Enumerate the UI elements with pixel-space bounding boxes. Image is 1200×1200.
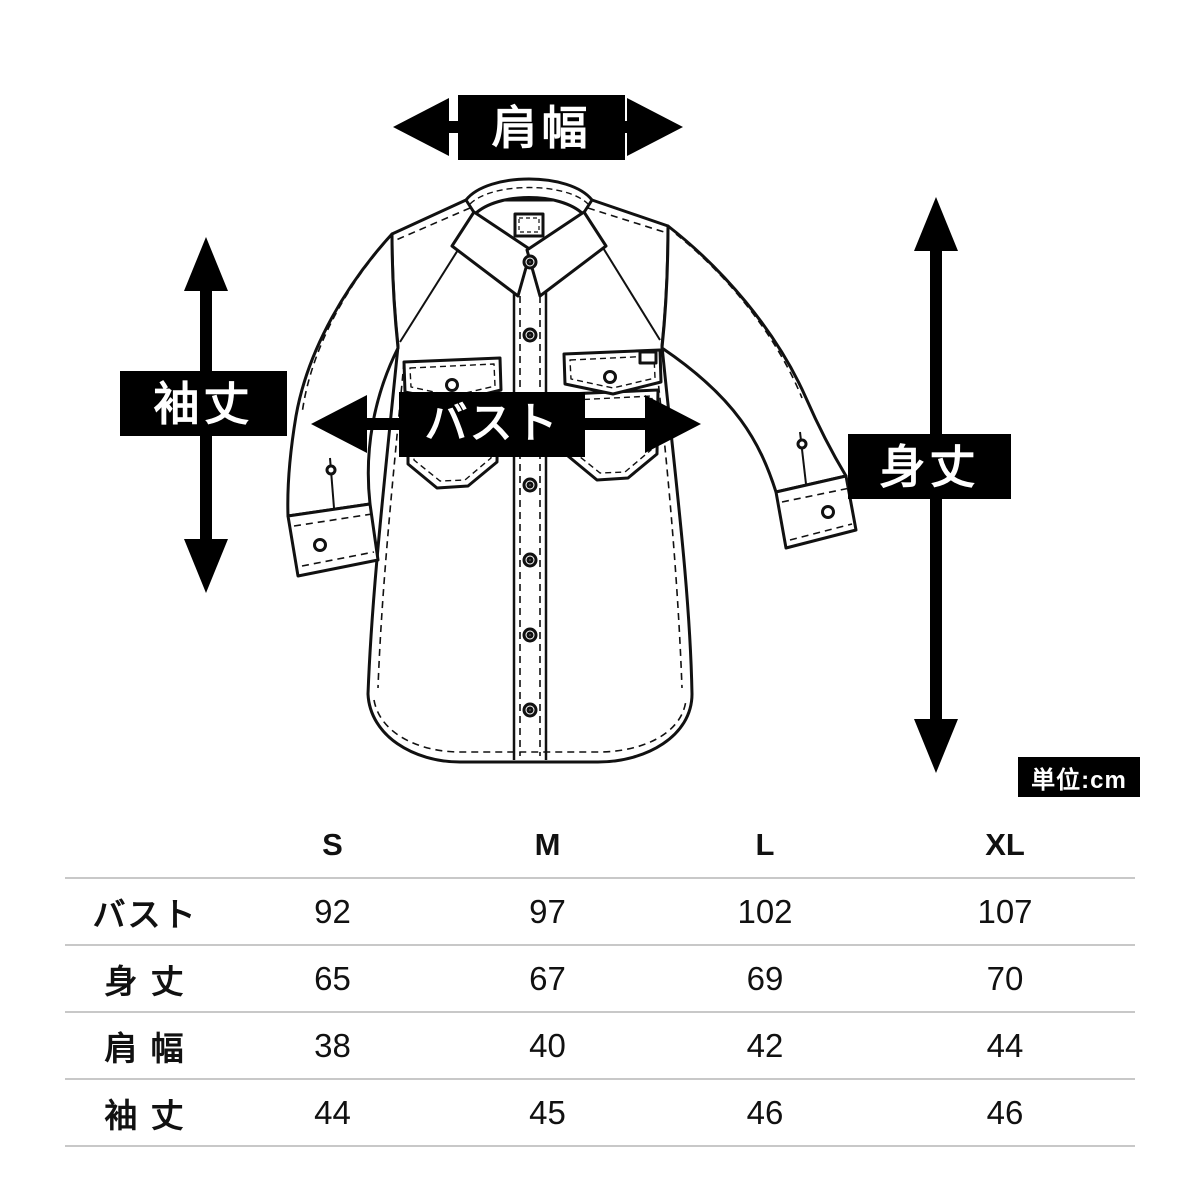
shoulder-width-label: 肩幅 [458, 95, 625, 160]
cell-shoulder-l: 42 [746, 1026, 784, 1064]
cell-bust-m: 97 [529, 892, 566, 930]
table-header-row: S M L XL [65, 813, 1135, 877]
table-row-shoulder-width: 肩 幅 38 40 42 44 [65, 1011, 1135, 1078]
cell-sleeve-s: 44 [314, 1093, 351, 1131]
table-corner-cell [65, 813, 225, 877]
cell-sleeve-m: 45 [529, 1093, 566, 1131]
cuff-right-button [821, 505, 835, 519]
row-label: 袖 丈 [104, 1096, 186, 1134]
sleeve-left-stitching [293, 243, 385, 567]
column-header-s: S [322, 827, 343, 862]
cell-bodylen-s: 65 [314, 959, 351, 997]
sleeve-right [660, 224, 848, 494]
cell-sleeve-l: 46 [746, 1093, 784, 1131]
cell-bodylen-m: 67 [529, 959, 566, 997]
row-label: バスト [92, 895, 198, 933]
collar [450, 177, 608, 298]
cell-bust-s: 92 [314, 892, 351, 930]
cell-bust-l: 102 [737, 892, 793, 930]
cell-shoulder-xl: 44 [986, 1026, 1024, 1064]
cell-shoulder-s: 38 [314, 1026, 351, 1064]
sleeve-left-button [325, 464, 337, 476]
sleeve-left [286, 232, 400, 518]
size-table: S M L XL バスト 92 97 102 107 身 丈 65 67 69 … [65, 813, 1135, 1147]
cell-bust-xl: 107 [977, 892, 1033, 930]
unit-badge: 単位:cm [1018, 757, 1140, 797]
table-row-sleeve-length: 袖 丈 44 45 46 46 [65, 1078, 1135, 1147]
cell-bodylen-xl: 70 [986, 959, 1024, 997]
cell-shoulder-m: 40 [529, 1026, 566, 1064]
sleeve-right-stitching [675, 233, 853, 541]
table-row-body-length: 身 丈 65 67 69 70 [65, 944, 1135, 1011]
body-length-label: 身丈 [848, 434, 1011, 499]
sleeve-right-button [796, 438, 808, 450]
cell-bodylen-l: 69 [746, 959, 784, 997]
cuff-left [286, 502, 380, 578]
column-header-xl: XL [985, 827, 1025, 862]
row-label: 身 丈 [104, 962, 186, 1000]
bust-label: バスト [399, 392, 585, 457]
row-label: 肩 幅 [104, 1029, 186, 1067]
collar-label [513, 212, 545, 238]
cuff-left-button [313, 538, 327, 552]
table-row-bust: バスト 92 97 102 107 [65, 877, 1135, 944]
front-placket [512, 292, 548, 760]
column-header-l: L [755, 827, 775, 862]
cuff-right [774, 474, 858, 550]
cell-sleeve-xl: 46 [986, 1093, 1024, 1131]
column-header-m: M [534, 827, 561, 862]
body-stitching [373, 207, 687, 753]
sleeve-length-label: 袖丈 [120, 371, 287, 436]
pocket-tag [638, 350, 658, 365]
shirt-drawing [286, 177, 858, 764]
